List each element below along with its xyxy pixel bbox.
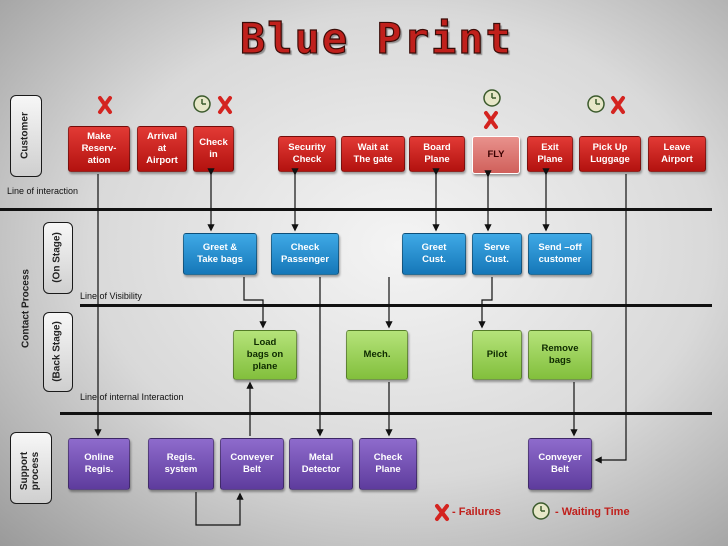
step-check-in: Check in [193,126,234,172]
onstage-greet-take-bags: Greet & Take bags [183,233,257,275]
step-exit-plane: Exit Plane [527,136,573,172]
step-leave-airport: Leave Airport [648,136,706,172]
onstage-serve-customer: Serve Cust. [472,233,522,275]
support-lane-tag [10,432,52,504]
support-metal-detector: Metal Detector [289,438,353,490]
onstage-greet-customer: Greet Cust. [402,233,466,275]
failure-x-icon [218,96,232,114]
legend-waiting-time: - Waiting Time [555,506,630,518]
line-of-interaction [0,208,712,211]
waiting-time-clock-icon [193,95,211,113]
step-arrival-at-airport: Arrival at Airport [137,126,187,172]
support-check-plane: Check Plane [359,438,417,490]
failure-x-icon [484,111,498,129]
page-title: Blue Print [239,13,513,63]
line-of-internal-interaction [60,412,712,415]
customer-lane-tag [10,95,42,177]
failure-x-icon [435,504,449,521]
on-stage-lane-tag [43,222,73,294]
waiting-time-clock-icon [483,89,501,107]
step-security-check: Security Check [278,136,336,172]
step-fly: FLY [472,136,520,174]
support-registration-system: Regis. system [148,438,214,490]
backstage-load-bags: Load bags on plane [233,330,297,380]
failure-x-icon [98,96,112,114]
line-of-interaction-label: Line of interaction [7,186,79,196]
backstage-mech: Mech. [346,330,408,380]
legend-failures: - Failures [452,506,501,518]
line-of-visibility-label: Line of Visibility [80,291,142,301]
failure-x-icon [611,96,625,114]
step-board-plane: Board Plane [409,136,465,172]
waiting-time-clock-icon [587,95,605,113]
backstage-pilot: Pilot [472,330,522,380]
onstage-send-off-customer: Send –off customer [528,233,592,275]
onstage-check-passenger: Check Passenger [271,233,339,275]
support-conveyer-belt-1: Conveyer Belt [220,438,284,490]
back-stage-lane-tag [43,312,73,392]
line-of-visibility [80,304,712,307]
backstage-remove-bags: Remove bags [528,330,592,380]
support-online-registration: Online Regis. [68,438,130,490]
support-conveyer-belt-2: Conveyer Belt [528,438,592,490]
step-wait-at-gate: Wait at The gate [341,136,405,172]
line-of-internal-interaction-label: Line of internal Interaction [80,392,184,402]
step-pick-up-luggage: Pick Up Luggage [579,136,641,172]
waiting-time-clock-icon [532,502,550,520]
step-make-reservation: Make Reserv- ation [68,126,130,172]
